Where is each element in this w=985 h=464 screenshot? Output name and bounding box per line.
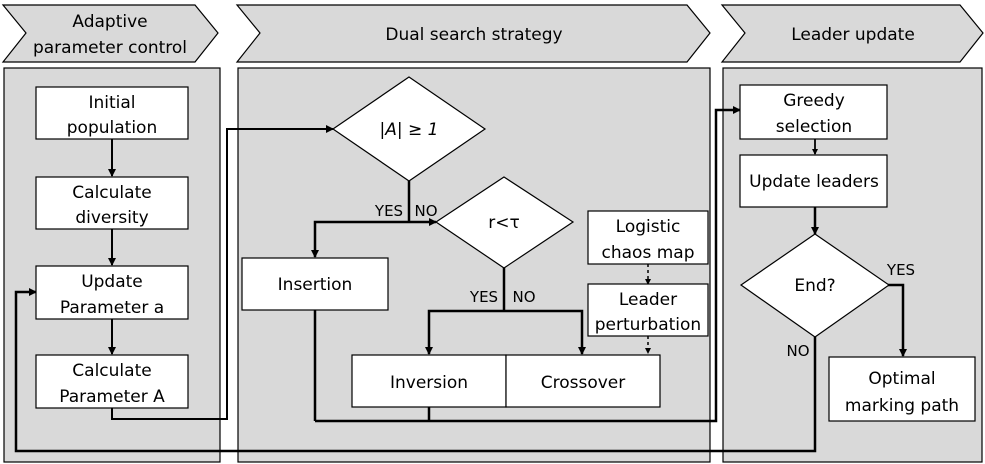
node-logistic-chaos-map: Logistic chaos map <box>587 210 709 265</box>
node-text: Initial <box>88 93 135 113</box>
node-text: marking path <box>845 396 959 416</box>
stage-header-dual-search-strategy: Dual search strategy <box>235 4 711 63</box>
node-calculate-diversity: Calculate diversity <box>35 176 189 230</box>
node-text: Calculate <box>72 361 151 381</box>
node-insertion: Insertion <box>241 257 389 311</box>
branch-label-yes: YES <box>886 261 915 279</box>
node-text: population <box>67 118 157 138</box>
node-text: Parameter a <box>60 298 164 318</box>
decision-text: |A| ≥ 1 <box>380 120 439 140</box>
node-text: Leader <box>619 290 677 310</box>
decision-r-lt-tau: r<τ <box>434 176 575 269</box>
node-text: Crossover <box>541 373 626 393</box>
node-text: Logistic <box>616 217 681 237</box>
stage-header-leader-update: Leader update <box>720 4 984 63</box>
node-crossover: Crossover <box>505 354 661 408</box>
branch-label-yes: YES <box>374 202 403 220</box>
node-text: Update leaders <box>749 172 879 192</box>
stage-header-line: Leader update <box>791 25 915 45</box>
node-text: Calculate <box>72 183 151 203</box>
node-update-parameter-a: Update Parameter a <box>35 265 189 320</box>
node-inversion: Inversion <box>351 354 507 408</box>
node-text: chaos map <box>602 243 695 263</box>
connectors <box>14 106 907 453</box>
node-calculate-parameter-A: Calculate Parameter A <box>35 354 189 409</box>
branch-label-no: NO <box>414 202 437 220</box>
stage-header-adaptive-parameter-control: Adaptive parameter control <box>1 4 219 63</box>
node-text: perturbation <box>595 315 701 335</box>
decision-text: r<τ <box>488 213 519 233</box>
branch-label-yes: YES <box>469 288 498 306</box>
node-update-leaders: Update leaders <box>739 154 888 208</box>
node-text: diversity <box>75 208 148 228</box>
stage-header-line: Dual search strategy <box>385 25 562 45</box>
decision-text: End? <box>794 276 835 296</box>
branch-label-no: NO <box>512 288 535 306</box>
stage-header-line: Adaptive <box>72 12 147 32</box>
node-optimal-marking-path: Optimal marking path <box>828 356 976 422</box>
node-initial-population: Initial population <box>35 86 189 140</box>
node-greedy-selection: Greedy selection <box>739 84 888 140</box>
stage-header-line: parameter control <box>33 38 187 58</box>
decision-end: End? <box>739 233 891 338</box>
node-text: Parameter A <box>59 387 165 407</box>
node-text: selection <box>776 117 852 137</box>
node-text: Insertion <box>278 275 353 295</box>
node-text: Inversion <box>390 373 468 393</box>
node-text: Update <box>81 272 143 292</box>
decision-A-ge-1: |A| ≥ 1 <box>331 76 487 182</box>
node-text: Optimal <box>868 369 935 389</box>
node-text: Greedy <box>783 91 845 111</box>
node-leader-perturbation: Leader perturbation <box>587 283 709 337</box>
branch-label-no: NO <box>786 342 809 360</box>
